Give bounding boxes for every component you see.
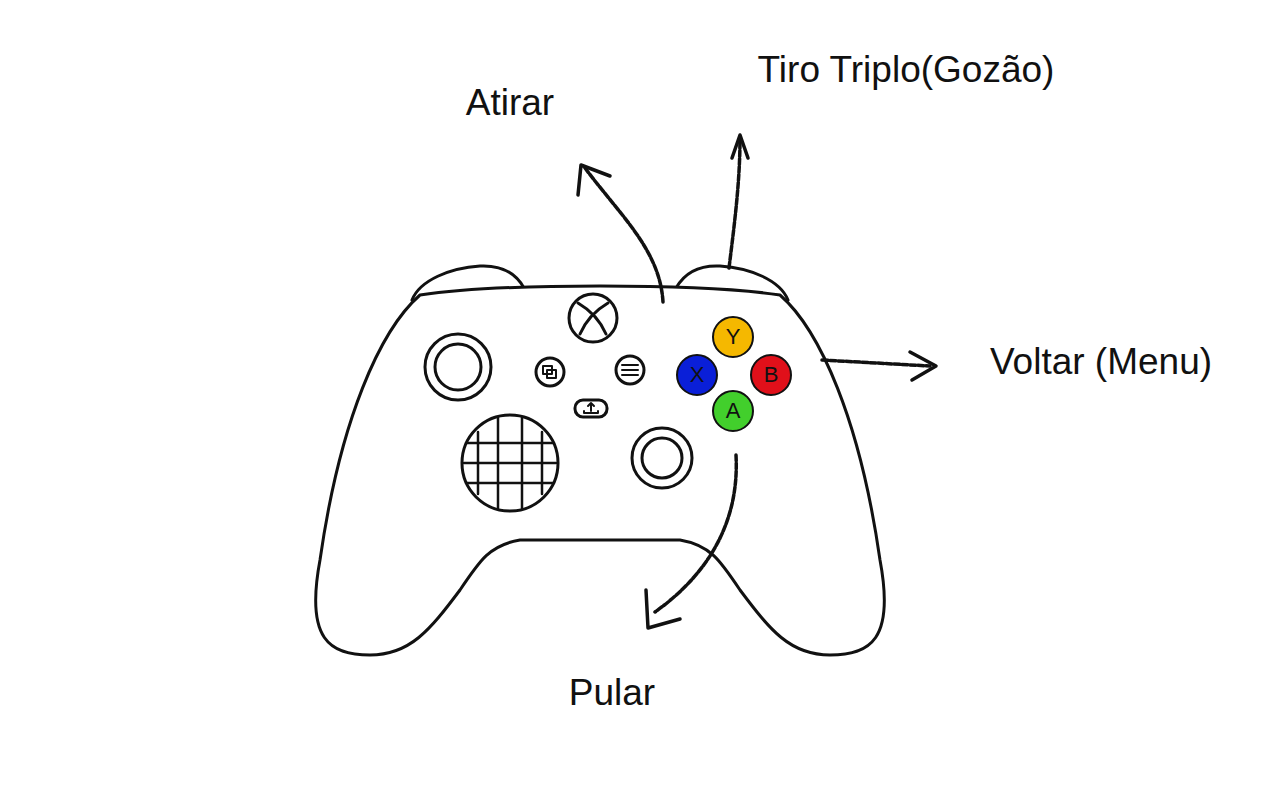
- button-letter: B: [764, 364, 779, 386]
- button-letter: Y: [726, 326, 741, 348]
- action-label: Pular: [569, 673, 655, 714]
- a-button: A: [712, 390, 754, 432]
- x-button: X: [676, 354, 718, 396]
- button-letter: X: [690, 364, 705, 386]
- action-label: Voltar (Menu): [990, 342, 1212, 383]
- action-label: Atirar: [466, 83, 554, 124]
- b-button: B: [750, 354, 792, 396]
- action-label: Tiro Triplo(Gozão): [758, 50, 1055, 91]
- button-letter: A: [726, 400, 741, 422]
- leader-arrows: [578, 135, 936, 628]
- y-button: Y: [712, 316, 754, 358]
